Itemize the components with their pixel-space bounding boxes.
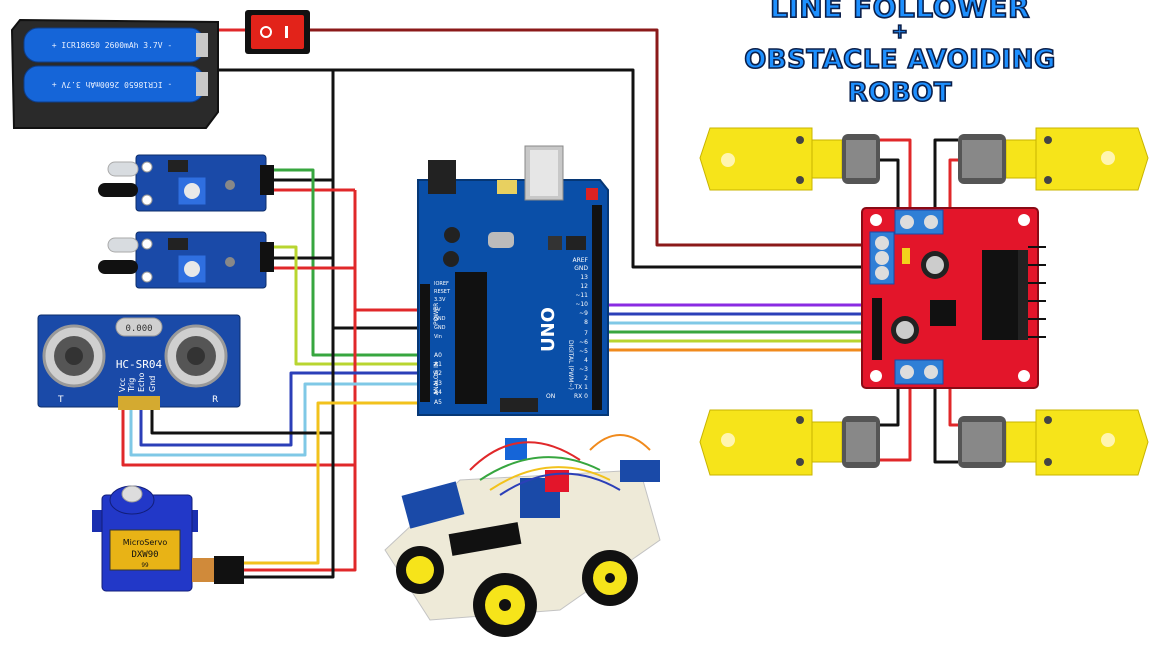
arduino-pin-tx: TX 1 xyxy=(574,384,589,391)
wire-motor-tl-black xyxy=(880,158,900,210)
arduino-pin-a5: A5 xyxy=(434,399,442,406)
wire-motor-br-red xyxy=(948,385,958,427)
wire-motor-br-black xyxy=(933,385,958,464)
arduino-pin-a4: A4 xyxy=(434,389,442,396)
ir-sensor-2 xyxy=(98,231,274,289)
wire-servo-vcc xyxy=(243,465,357,572)
wire-us-vcc xyxy=(121,310,357,467)
arduino-pin-12: 12 xyxy=(580,283,588,290)
title-plus: + xyxy=(891,18,909,44)
wire-motor-tr-red xyxy=(948,158,958,210)
wire-ground-bus xyxy=(331,70,420,330)
arduino-power-label: POWER xyxy=(433,303,440,325)
arduino-pin-7: 7 xyxy=(584,330,588,337)
arduino-pin-4: 4 xyxy=(584,357,588,364)
power-switch xyxy=(245,10,310,54)
arduino-uno: UNO DIGITAL (PWM~) POWER ANALOG IN ON AR… xyxy=(417,145,609,416)
wire-us-trig xyxy=(129,382,420,457)
wire-servo-gnd xyxy=(243,433,335,579)
arduino-model-label: UNO xyxy=(538,307,559,352)
arduino-pin-5: ~5 xyxy=(579,348,588,355)
ultrasonic-pin-vcc: Vcc xyxy=(118,378,127,392)
arduino-pin-a2: A2 xyxy=(434,370,442,377)
arduino-analog-label: ANALOG IN xyxy=(433,362,440,395)
micro-servo: MicroServo DXW90 99 xyxy=(92,485,244,592)
servo-sub-label: 99 xyxy=(141,562,149,569)
ultrasonic-pin-echo: Echo xyxy=(137,372,146,392)
arduino-gnd-top-label: GND xyxy=(574,265,588,272)
wire-motor-bl-black xyxy=(880,385,900,427)
wire-5v-bus xyxy=(353,190,420,312)
ultrasonic-sensor: 0.000 HC-SR04 T R Vcc Trig Echo Gnd xyxy=(37,314,241,410)
ultrasonic-pin-gnd: Gnd xyxy=(148,376,157,392)
l298n-motor-driver xyxy=(861,207,1046,389)
wire-ir1-out xyxy=(273,168,420,357)
ultrasonic-t-label: T xyxy=(57,395,64,405)
ultrasonic-pin-trig: Trig xyxy=(127,378,136,393)
title-robot: ROBOT xyxy=(847,77,953,109)
ultrasonic-r-label: R xyxy=(212,395,218,405)
ultrasonic-crystal-label: 0.000 xyxy=(125,324,152,334)
arduino-digital-label: DIGITAL (PWM~) xyxy=(567,340,574,390)
motor-bottom-left xyxy=(699,409,880,476)
arduino-pin-gnd2: GND xyxy=(434,325,446,331)
arduino-pin-gnd1: GND xyxy=(434,316,446,322)
battery-cell-top-label: + ICR18650 2600mAh 3.7V - xyxy=(52,41,172,50)
arduino-pin-3: ~3 xyxy=(579,366,588,373)
wire-us-gnd xyxy=(150,328,335,435)
arduino-pin-reset: RESET xyxy=(434,289,451,295)
wire-ir2-out xyxy=(273,245,420,366)
servo-brand-label: MicroServo xyxy=(123,538,168,547)
wire-motor-tr-black xyxy=(933,138,958,210)
arduino-on-label: ON xyxy=(546,393,555,400)
wires xyxy=(121,28,958,579)
wire-battery-gnd-to-driver xyxy=(215,68,868,269)
arduino-pin-11: ~11 xyxy=(575,292,588,299)
arduino-pin-2: 2 xyxy=(584,375,588,382)
battery-holder: + ICR18650 2600mAh 3.7V - - ICR18650 260… xyxy=(10,18,219,129)
arduino-pin-9: ~9 xyxy=(579,310,588,317)
arduino-pin-a0: A0 xyxy=(434,352,442,359)
arduino-pin-rx: RX 0 xyxy=(574,393,588,400)
wire-motor-bl-red xyxy=(880,385,912,462)
arduino-pin-ioref: IOREF xyxy=(434,281,449,287)
wire-motor-tl-red xyxy=(880,138,912,210)
motor-top-right xyxy=(958,127,1149,191)
arduino-pin-a1: A1 xyxy=(434,361,442,368)
assembled-robot-car xyxy=(384,434,661,637)
servo-model-label: DXW90 xyxy=(131,550,158,560)
wire-switch-to-driver-vcc xyxy=(310,28,868,247)
battery-cell-bottom-label: - ICR18650 2600mAh 3.7V + xyxy=(52,80,173,89)
arduino-aref-label: AREF xyxy=(572,257,588,264)
title-line-follower: LINE FOLLOWER xyxy=(769,0,1031,25)
arduino-pin-6: ~6 xyxy=(579,339,588,346)
arduino-pin-3v3: 3.3V xyxy=(434,297,446,303)
ultrasonic-model-label: HC-SR04 xyxy=(116,358,163,371)
wire-servo-signal xyxy=(243,401,420,565)
ir-sensor-1 xyxy=(98,154,274,212)
title-obstacle-avoiding: OBSTACLE AVOIDING xyxy=(743,44,1056,76)
arduino-pin-10: ~10 xyxy=(575,301,588,308)
arduino-pin-8: 8 xyxy=(584,319,588,326)
arduino-pin-a3: A3 xyxy=(434,380,442,387)
motor-bottom-right xyxy=(958,409,1149,476)
motor-top-left xyxy=(699,127,880,191)
arduino-pin-13: 13 xyxy=(580,274,588,281)
arduino-pin-vin: Vin xyxy=(434,334,442,340)
arduino-pin-5v: 5V xyxy=(434,307,441,313)
